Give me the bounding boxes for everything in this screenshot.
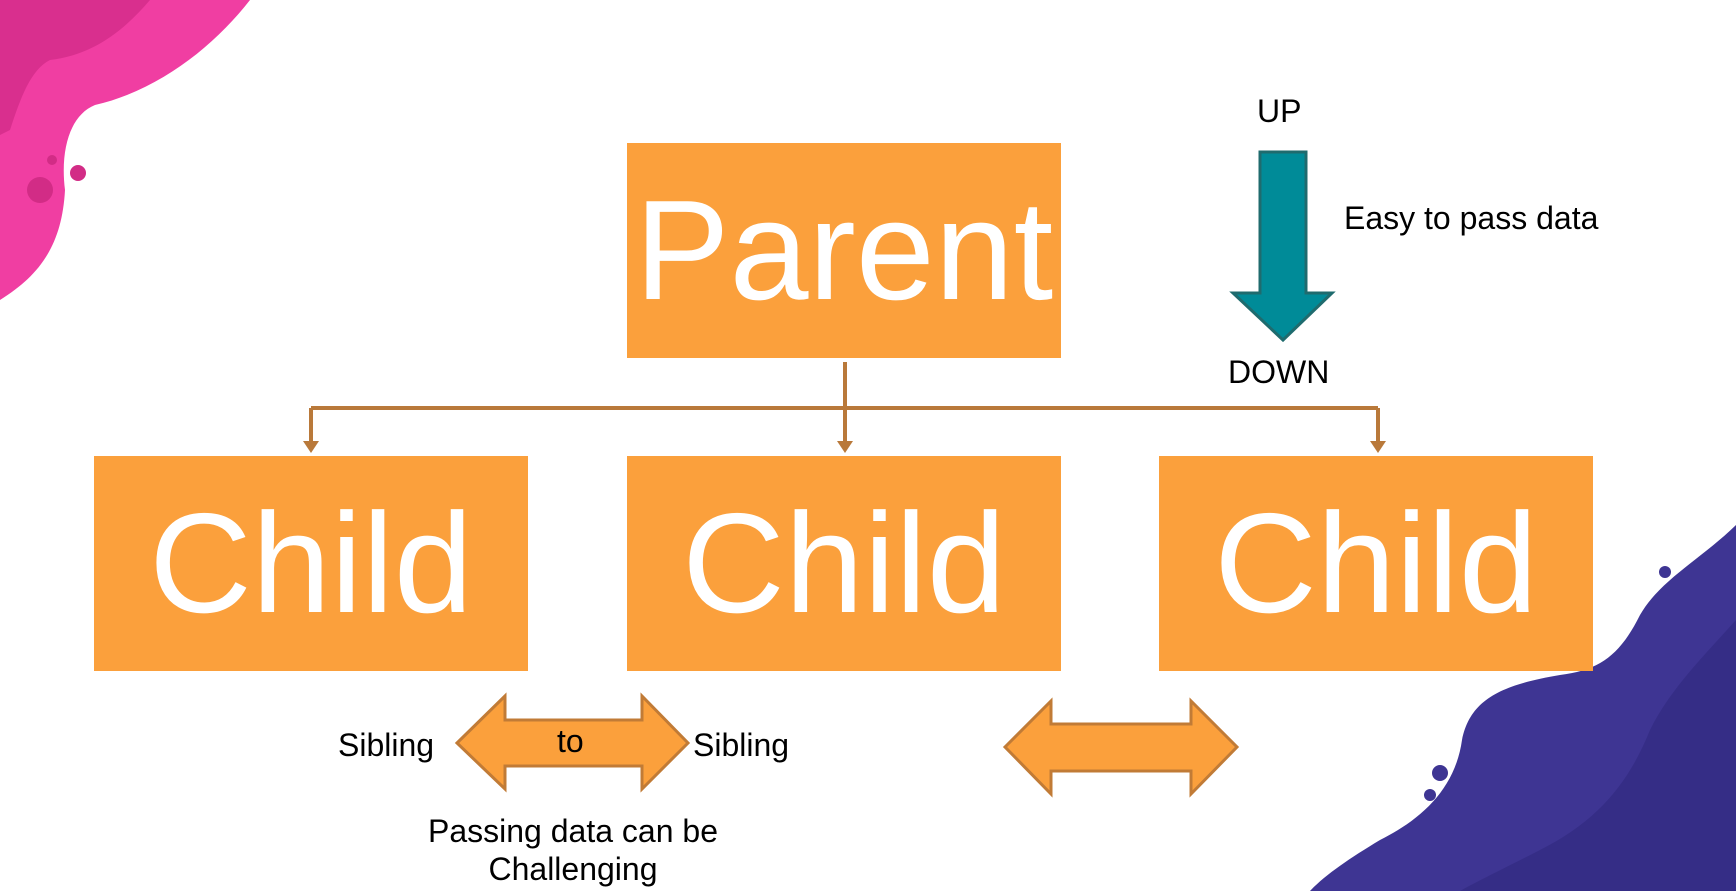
parent-label: Parent <box>634 170 1054 330</box>
child-box-3: Child <box>1159 456 1593 671</box>
purple-blob-shade <box>1460 620 1736 891</box>
parent-box: Parent <box>627 143 1061 358</box>
pink-dot <box>70 165 86 181</box>
sibling-double-arrow-icon-2 <box>1002 697 1240 798</box>
child-box-2: Child <box>627 456 1061 671</box>
down-arrow-icon <box>1229 150 1336 343</box>
child-label: Child <box>149 483 473 643</box>
purple-dot <box>1424 789 1436 801</box>
sibling-left-label: Sibling <box>338 727 435 763</box>
purple-dot <box>1432 765 1448 781</box>
pink-dot <box>47 155 57 165</box>
up-label: UP <box>1257 93 1302 129</box>
purple-dot <box>1659 566 1671 578</box>
child-3-arrowhead <box>1370 441 1386 453</box>
child-box-1: Child <box>94 456 528 671</box>
child-2-arrowhead <box>837 441 853 453</box>
pink-dot <box>27 177 53 203</box>
sibling-double-arrow-icon <box>454 692 691 793</box>
to-label: to <box>557 723 584 759</box>
down-label: DOWN <box>1228 354 1330 390</box>
child-label: Child <box>682 483 1006 643</box>
easy-to-pass-label: Easy to pass data <box>1344 200 1599 236</box>
pink-blob-shade <box>0 0 150 135</box>
child-1-arrowhead <box>303 441 319 453</box>
pink-blob-decoration <box>0 0 250 300</box>
challenging-note: Passing data can be Challenging <box>428 813 718 888</box>
sibling-right-label: Sibling <box>693 727 790 763</box>
child-label: Child <box>1214 483 1538 643</box>
